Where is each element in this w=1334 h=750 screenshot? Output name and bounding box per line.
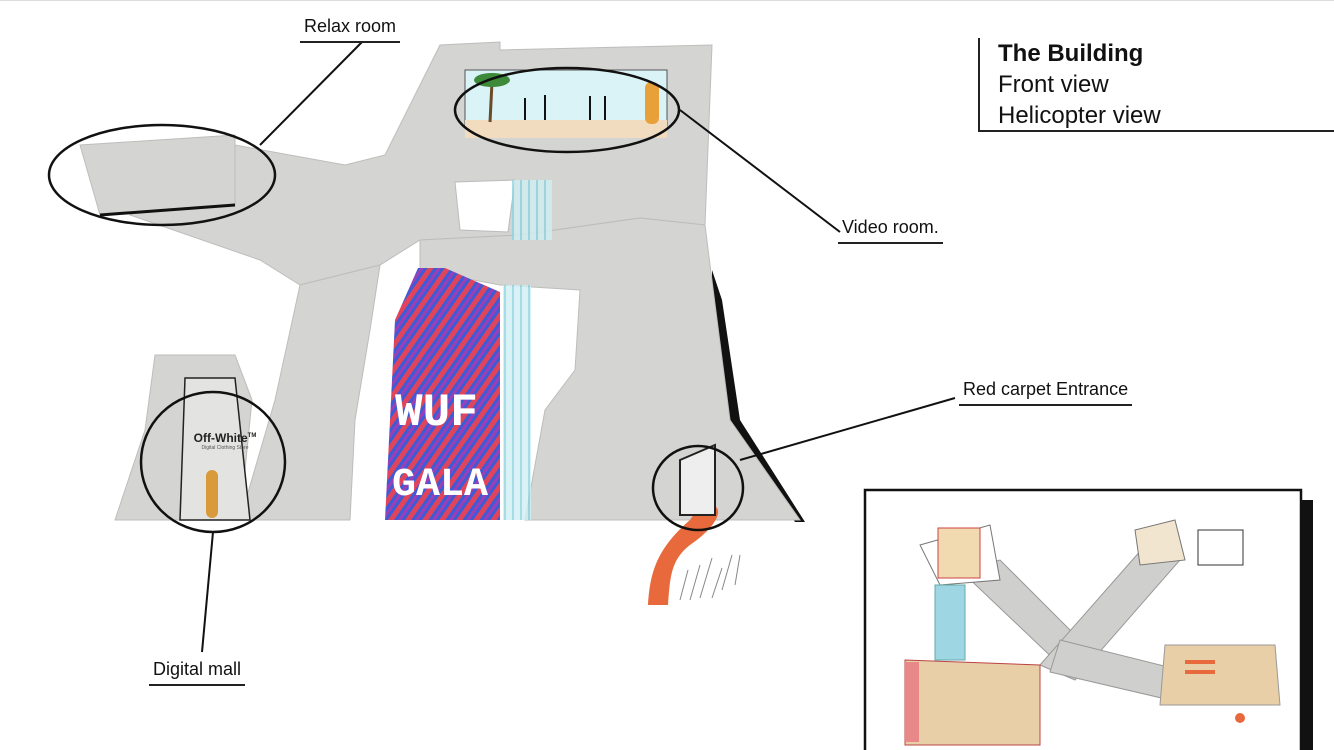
- waterfall: [503, 285, 531, 520]
- subtitle-front-view: Front view: [998, 71, 1109, 98]
- entrance-door: [679, 443, 716, 516]
- waterfall: [512, 180, 552, 240]
- wuf-gala-panel: [385, 268, 500, 520]
- video-room-floor: [465, 120, 667, 138]
- store-subtitle: Digital Clothing Store: [201, 445, 249, 451]
- mall-door-frame: [179, 377, 251, 521]
- relax-room-leader: [259, 41, 363, 146]
- slide-border: [0, 0, 1334, 1]
- red-carpet-highlight: [651, 444, 745, 532]
- opening: [454, 179, 516, 233]
- video-screen: [645, 82, 659, 124]
- relax-room-slab: [79, 134, 236, 216]
- crowd-sketch: [679, 554, 741, 601]
- page-title: The Building: [998, 40, 1144, 67]
- mall-door: [206, 470, 218, 518]
- store-tm: TM: [247, 433, 257, 439]
- subtitle-helicopter-view: Helicopter view: [998, 102, 1161, 129]
- label-digital-mall: Digital mall: [149, 659, 246, 686]
- label-video-room: Video room.: [838, 217, 943, 244]
- shadow: [712, 270, 805, 522]
- digital-mall-leader: [201, 531, 214, 653]
- video-room-leader: [679, 109, 841, 233]
- video-room-highlight: [453, 66, 681, 154]
- label-relax-room: Relax room: [300, 16, 401, 43]
- panel-text-wuf: WUF: [395, 387, 478, 439]
- relax-room-highlight: [47, 123, 277, 227]
- label-red-carpet: Red carpet Entrance: [959, 379, 1133, 406]
- title-block: The Building Front view Helicopter view: [978, 38, 1334, 132]
- red-carpet-leader: [739, 397, 956, 461]
- off-white-sign: Off-WhiteTM Digital Clothing Store: [185, 431, 265, 451]
- store-brand: Off-White: [193, 431, 248, 445]
- slab-edge: [99, 203, 236, 217]
- video-room-window: [464, 69, 668, 127]
- helicopter-plan: [904, 519, 1281, 746]
- people-figures: [524, 95, 606, 120]
- panel-text-gala: GALA: [392, 463, 488, 508]
- left-leg: [239, 264, 381, 521]
